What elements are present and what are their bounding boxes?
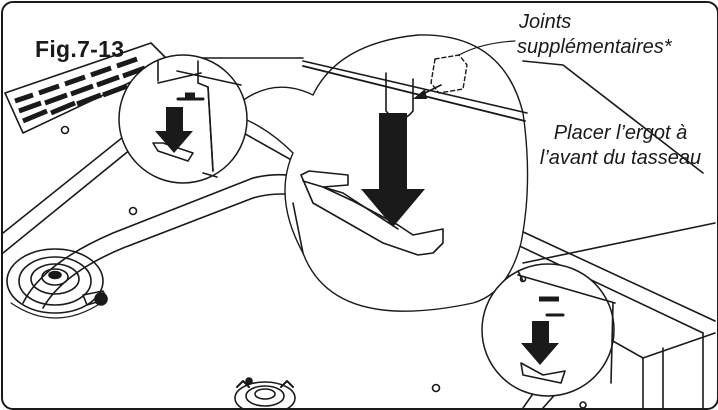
figure-label: Fig.7-13 bbox=[35, 36, 125, 62]
joints-callout-text: Joints supplémentaires* bbox=[517, 10, 672, 60]
ergot-callout-line2: l’avant du tasseau bbox=[539, 147, 702, 169]
ergot-callout-line1: Placer l’ergot à bbox=[553, 122, 688, 144]
burner-left bbox=[6, 248, 108, 319]
down-arrow-icon bbox=[361, 113, 425, 227]
joints-callout-line1: Joints bbox=[519, 11, 572, 33]
ergot-callout-text: Placer l’ergot à l’avant du tasseau bbox=[533, 121, 708, 171]
down-arrow-icon bbox=[521, 321, 559, 365]
down-arrow-icon bbox=[155, 107, 193, 153]
vent-grille bbox=[4, 42, 172, 134]
burner-bottom bbox=[234, 377, 296, 408]
joints-callout-line2: supplémentaires* bbox=[517, 36, 672, 58]
callout-bubble-center bbox=[227, 34, 529, 312]
callout-circle-right bbox=[481, 263, 616, 397]
appliance-illustration bbox=[3, 34, 716, 408]
joints-leader bbox=[458, 40, 516, 56]
callout-circle-left bbox=[118, 54, 248, 184]
